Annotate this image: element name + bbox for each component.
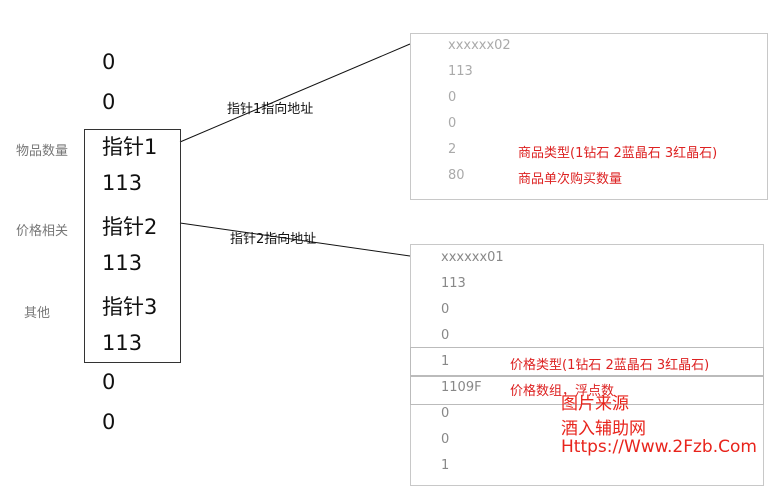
value-above-0: 0 [102, 50, 116, 74]
top-value-1: 0 [448, 90, 457, 105]
struct-cell-113-a: 113 [102, 171, 143, 195]
watermark-line3: Https://Www.2Fzb.Com [561, 437, 757, 457]
value-above-1: 0 [102, 90, 116, 114]
struct-cell-113-b: 113 [102, 251, 143, 275]
value-below-0: 0 [102, 370, 116, 394]
bottom-value-5: 0 [441, 406, 450, 421]
bottom-note-price-array: 价格数组，浮点数 [510, 384, 615, 399]
bottom-value-4: 1109F [441, 380, 482, 395]
top-note-type: 商品类型(1钻石 2蓝晶石 3红晶石) [518, 146, 718, 161]
memory-block-top [410, 33, 768, 200]
watermark-line2: 酒入辅助网 [561, 419, 646, 439]
bottom-value-1: 0 [441, 302, 450, 317]
bottom-value-2: 0 [441, 328, 450, 343]
struct-cell-pointer3: 指针3 [102, 295, 158, 319]
watermark-line1: 图片来源 [561, 394, 629, 414]
highlight-row-price-type [410, 347, 764, 377]
side-label-price: 价格相关 [16, 224, 69, 239]
bottom-note-price-type: 价格类型(1钻石 2蓝晶石 3红晶石) [510, 358, 710, 373]
struct-cell-pointer2: 指针2 [102, 215, 158, 239]
top-note-quantity: 商品单次购买数量 [518, 172, 623, 187]
top-address: xxxxxx02 [448, 38, 511, 53]
top-value-2: 0 [448, 116, 457, 131]
bottom-value-0: 113 [441, 276, 466, 291]
side-label-other: 其他 [24, 306, 51, 321]
value-below-1: 0 [102, 410, 116, 434]
pointer1-label: 指针1指向地址 [227, 102, 314, 117]
top-value-4: 80 [448, 168, 465, 183]
pointer-arrows [179, 43, 411, 257]
pointer2-label: 指针2指向地址 [230, 232, 317, 247]
highlight-row-price-array [410, 375, 764, 405]
bottom-value-7: 1 [441, 458, 450, 473]
pointer2-line [179, 222, 411, 257]
top-value-3: 2 [448, 142, 457, 157]
pointer-struct-box [84, 129, 181, 363]
side-label-item-count: 物品数量 [16, 144, 69, 159]
bottom-value-3: 1 [441, 354, 450, 369]
pointer1-line [179, 43, 411, 143]
bottom-address: xxxxxx01 [441, 250, 504, 265]
bottom-value-6: 0 [441, 432, 450, 447]
struct-cell-pointer1: 指针1 [102, 135, 158, 159]
struct-cell-113-c: 113 [102, 331, 143, 355]
top-value-0: 113 [448, 64, 473, 79]
